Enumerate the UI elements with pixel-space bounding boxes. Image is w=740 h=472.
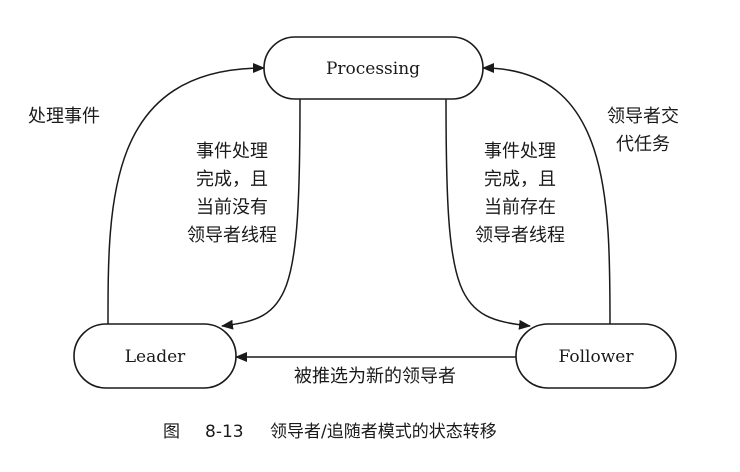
- edge-processing-to-leader: [221, 98, 301, 330]
- caption-title: 领导者/追随者模式的状态转移: [270, 422, 497, 442]
- edge-processing-to-follower: [445, 98, 531, 330]
- label-processing-to-leader-line-3: 当前没有: [196, 197, 268, 218]
- node-processing: Processing: [263, 36, 484, 100]
- label-follower-to-leader: 被推选为新的领导者: [294, 366, 456, 387]
- label-processing-to-follower-line-4: 领导者线程: [475, 225, 565, 246]
- label-processing-to-follower-line-1: 事件处理: [484, 141, 556, 162]
- node-follower: Follower: [515, 323, 677, 389]
- node-follower-label: Follower: [559, 347, 635, 367]
- caption-figure-number: 8-13: [205, 422, 244, 442]
- label-follower-to-processing-line-2: 代任务: [616, 134, 670, 155]
- label-follower-to-processing-line-1: 领导者交: [607, 106, 679, 127]
- node-processing-label: Processing: [326, 59, 420, 79]
- label-processing-to-leader-line-1: 事件处理: [196, 141, 268, 162]
- node-leader-label: Leader: [125, 347, 186, 367]
- edge-follower-to-processing: [482, 63, 611, 325]
- node-leader: Leader: [73, 323, 237, 389]
- label-processing-to-leader-line-2: 完成，且: [196, 169, 268, 190]
- label-processing-to-follower: 事件处理 完成，且 当前存在 领导者线程: [475, 141, 565, 246]
- label-leader-to-processing-line-1: 处理事件: [28, 106, 100, 127]
- label-processing-to-follower-line-3: 当前存在: [484, 197, 556, 218]
- label-follower-to-processing: 领导者交 代任务: [607, 106, 679, 155]
- edge-leader-to-processing: [107, 63, 265, 325]
- label-processing-to-follower-line-2: 完成，且: [484, 169, 556, 190]
- label-processing-to-leader: 事件处理 完成，且 当前没有 领导者线程: [187, 141, 277, 246]
- label-processing-to-leader-line-4: 领导者线程: [187, 225, 277, 246]
- figure-caption: 图 8-13 领导者/追随者模式的状态转移: [163, 422, 497, 442]
- caption-figure-label: 图: [163, 422, 180, 442]
